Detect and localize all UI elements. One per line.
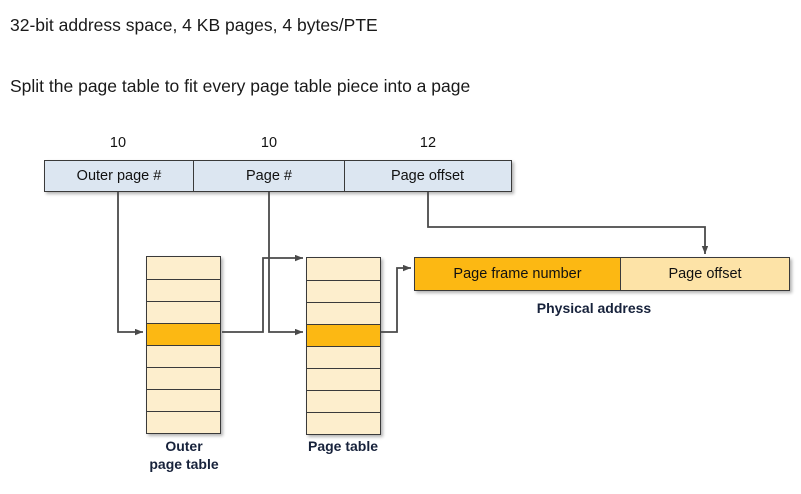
page-table-row: [307, 412, 380, 434]
bit-width-label-page-number: 10: [260, 135, 278, 151]
outer-page-table-row-highlighted: [147, 323, 220, 345]
physical-address-bar: Page frame number Page offset: [414, 257, 790, 291]
heading-line-2: Split the page table to fit every page t…: [10, 76, 471, 96]
physical-address-field-page-offset: Page offset: [620, 258, 789, 290]
outer-page-table-caption-line-1: Outer: [165, 438, 203, 454]
outer-page-table-row: [147, 257, 220, 279]
outer-page-table-caption: Outer page table: [114, 437, 254, 473]
outer-page-table: [146, 256, 221, 434]
physical-address-field-page-frame-number: Page frame number: [415, 258, 620, 290]
heading-line-1: 32-bit address space, 4 KB pages, 4 byte…: [10, 15, 378, 35]
outer-page-table-row: [147, 345, 220, 367]
page-table-caption: Page table: [307, 438, 379, 454]
connector-page-offset-to-physical-offset: [427, 192, 709, 254]
virtual-address-field-page-offset: Page offset: [344, 161, 510, 191]
page-table-row: [307, 302, 380, 324]
virtual-address-bar: Outer page # Page # Page offset: [44, 160, 512, 192]
outer-page-table-row: [147, 411, 220, 433]
bit-width-label-outer-page-number: 10: [109, 135, 127, 151]
page-table-row: [307, 368, 380, 390]
connector-outer-table-entry-to-page-table: [222, 254, 303, 333]
page-table-row: [307, 258, 380, 280]
connector-page-number-to-page-table-row: [268, 192, 303, 336]
page-table-row: [307, 390, 380, 412]
outer-page-table-row: [147, 367, 220, 389]
page-table-row: [307, 280, 380, 302]
virtual-address-field-outer-page-number: Outer page #: [45, 161, 193, 191]
page-table: [306, 257, 381, 435]
outer-page-table-row: [147, 301, 220, 323]
bit-width-label-page-offset: 12: [419, 135, 437, 151]
virtual-address-field-page-number: Page #: [193, 161, 344, 191]
outer-page-table-caption-line-2: page table: [149, 456, 219, 472]
connector-page-table-entry-to-frame-number: [381, 264, 411, 333]
connector-outer-page-number-to-outer-table: [117, 192, 143, 336]
outer-page-table-row: [147, 389, 220, 411]
page-table-row: [307, 346, 380, 368]
page-table-row-highlighted: [307, 324, 380, 346]
physical-address-caption: Physical address: [536, 300, 652, 316]
outer-page-table-row: [147, 279, 220, 301]
